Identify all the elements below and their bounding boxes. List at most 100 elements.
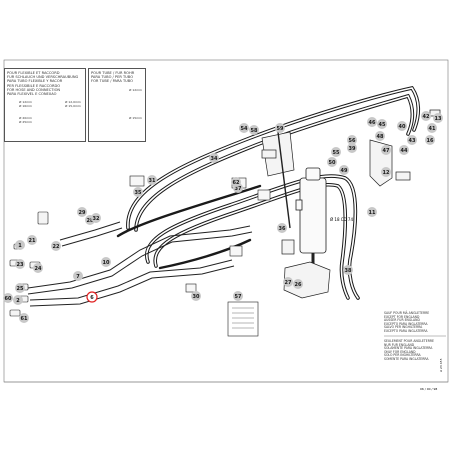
legend-tube-line: PARA TUBO / PER TUBO [91, 75, 134, 80]
callout-bubble [3, 293, 13, 303]
callout-43[interactable]: 43 [407, 135, 417, 145]
callout-23[interactable]: 23 [15, 259, 25, 269]
cylinder-label: Ø 18 CD 74 [330, 217, 353, 222]
callout-41[interactable]: 41 [427, 123, 437, 133]
callout-bubble [101, 257, 111, 267]
callout-bubble [327, 157, 337, 167]
legend-tube-box: POUR TUBE / FUR ROHR PARA TUBO / PER TUB… [88, 68, 146, 142]
callout-2[interactable]: 2 [13, 295, 23, 305]
legend-hose-box: POUR FLEXIBLE ET RACCORD FUR SCHLAUCH UN… [4, 68, 86, 142]
callout-number: 36 [279, 226, 286, 232]
callout-62[interactable]: 62 [231, 177, 241, 187]
callout-54[interactable]: 54 [239, 123, 249, 133]
callout-number: 50 [329, 160, 336, 166]
callout-number: 25 [17, 286, 24, 292]
callout-1[interactable]: 1 [15, 240, 25, 250]
callout-36[interactable]: 36 [277, 223, 287, 233]
valve-block [281, 239, 331, 299]
callout-number: 24 [35, 266, 42, 272]
callout-bubble [339, 165, 349, 175]
callout-26[interactable]: 26 [293, 279, 303, 289]
callout-number: 60 [5, 296, 12, 302]
callout-7[interactable]: 7 [73, 271, 83, 281]
callout-bubble [347, 135, 357, 145]
callout-bubble [381, 167, 391, 177]
callout-number: 7 [76, 274, 80, 280]
callout-number: 29 [79, 210, 86, 216]
callout-40[interactable]: 40 [397, 121, 407, 131]
callout-55[interactable]: 55 [331, 147, 341, 157]
callout-61[interactable]: 61 [19, 313, 29, 323]
note-line: EXCEPT FOR ENGLAND [384, 314, 420, 319]
callout-46[interactable]: 46 [367, 117, 377, 127]
callout-13[interactable]: 13 [433, 113, 443, 123]
legend-tube-line: POUR TUBE / FUR ROHR [91, 71, 135, 75]
callout-number: 32 [93, 216, 100, 222]
callout-number: 56 [349, 138, 356, 144]
callout-number: 54 [241, 126, 248, 132]
callout-bubble [86, 291, 98, 303]
callout-10[interactable]: 10 [101, 257, 111, 267]
pivot-rod [261, 131, 295, 229]
callout-31[interactable]: 31 [147, 175, 157, 185]
callout-number: 16 [427, 138, 434, 144]
callout-32[interactable]: 32 [91, 213, 101, 223]
legend-hose-line: PARA FLEXIVEL E CONEXAO [7, 92, 57, 97]
callout-bubble [421, 111, 431, 121]
note-line: AUSSER FUR ENGLAND [384, 318, 420, 323]
legend-hose-line: FUR SCHLAUCH UND VERSCHRAUBUNG [7, 75, 79, 80]
callout-30[interactable]: 30 [191, 291, 201, 301]
callout-27[interactable]: 27 [283, 277, 293, 287]
callout-number: 23 [17, 262, 24, 268]
callout-number: 46 [369, 120, 376, 126]
callout-number: 47 [383, 148, 390, 154]
legend-hose-line: PER FLESSIBILE E RACCORDO [7, 83, 61, 88]
callout-bubble [433, 113, 443, 123]
callout-number: 41 [429, 126, 436, 132]
callout-35[interactable]: 35 [133, 187, 143, 197]
callout-22[interactable]: 22 [51, 241, 61, 251]
callout-bubble [367, 117, 377, 127]
callout-number: 57 [235, 294, 242, 300]
callout-45[interactable]: 45 [377, 119, 387, 129]
callout-60[interactable]: 60 [3, 293, 13, 303]
callout-48[interactable]: 48 [375, 131, 385, 141]
callout-12[interactable]: 12 [381, 167, 391, 177]
callout-bubble [399, 145, 409, 155]
callout-number: 1 [18, 243, 22, 249]
note-line: NUR FUR ENGLAND [384, 342, 415, 347]
callout-38[interactable]: 38 [343, 265, 353, 275]
callout-42[interactable]: 42 [421, 111, 431, 121]
callout-49[interactable]: 49 [339, 165, 349, 175]
callout-29[interactable]: 29 [77, 207, 87, 217]
callout-50[interactable]: 50 [327, 157, 337, 167]
callout-number: 34 [211, 156, 218, 162]
callout-number: 48 [377, 134, 384, 140]
callout-number: 11 [369, 210, 376, 216]
hose-size: Ø 12,0mm [65, 100, 81, 104]
note-line: SAUF POUR MÄ ANGLETERRE [384, 311, 430, 315]
callout-57[interactable]: 57 [233, 291, 243, 301]
callout-number: 59 [277, 126, 284, 132]
callout-bubble [277, 223, 287, 233]
callout-bubble [13, 295, 23, 305]
callout-44[interactable]: 44 [399, 145, 409, 155]
callout-25[interactable]: 25 [15, 283, 25, 293]
legend-hose-line: POUR FLEXIBLE ET RACCORD [7, 71, 60, 75]
callout-39[interactable]: 39 [347, 143, 357, 153]
callout-number: 62 [233, 180, 240, 186]
callout-47[interactable]: 47 [381, 145, 391, 155]
callout-34[interactable]: 34 [209, 153, 219, 163]
note-line: SOLAMENTE PARA INGLATERRA [384, 346, 433, 351]
callout-24[interactable]: 24 [33, 263, 43, 273]
callout-number: 55 [333, 150, 340, 156]
callout-21[interactable]: 21 [27, 235, 37, 245]
callout-16[interactable]: 16 [425, 135, 435, 145]
callout-11[interactable]: 11 [367, 207, 377, 217]
callout-bubble [209, 153, 219, 163]
callout-59[interactable]: 59 [275, 123, 285, 133]
callout-6[interactable]: 6 [86, 291, 98, 303]
callout-58[interactable]: 58 [249, 125, 259, 135]
callout-56[interactable]: 56 [347, 135, 357, 145]
note-only-england: SEULEMENT POUR ANGLETERRE NUR FUR ENGLAN… [384, 339, 434, 362]
